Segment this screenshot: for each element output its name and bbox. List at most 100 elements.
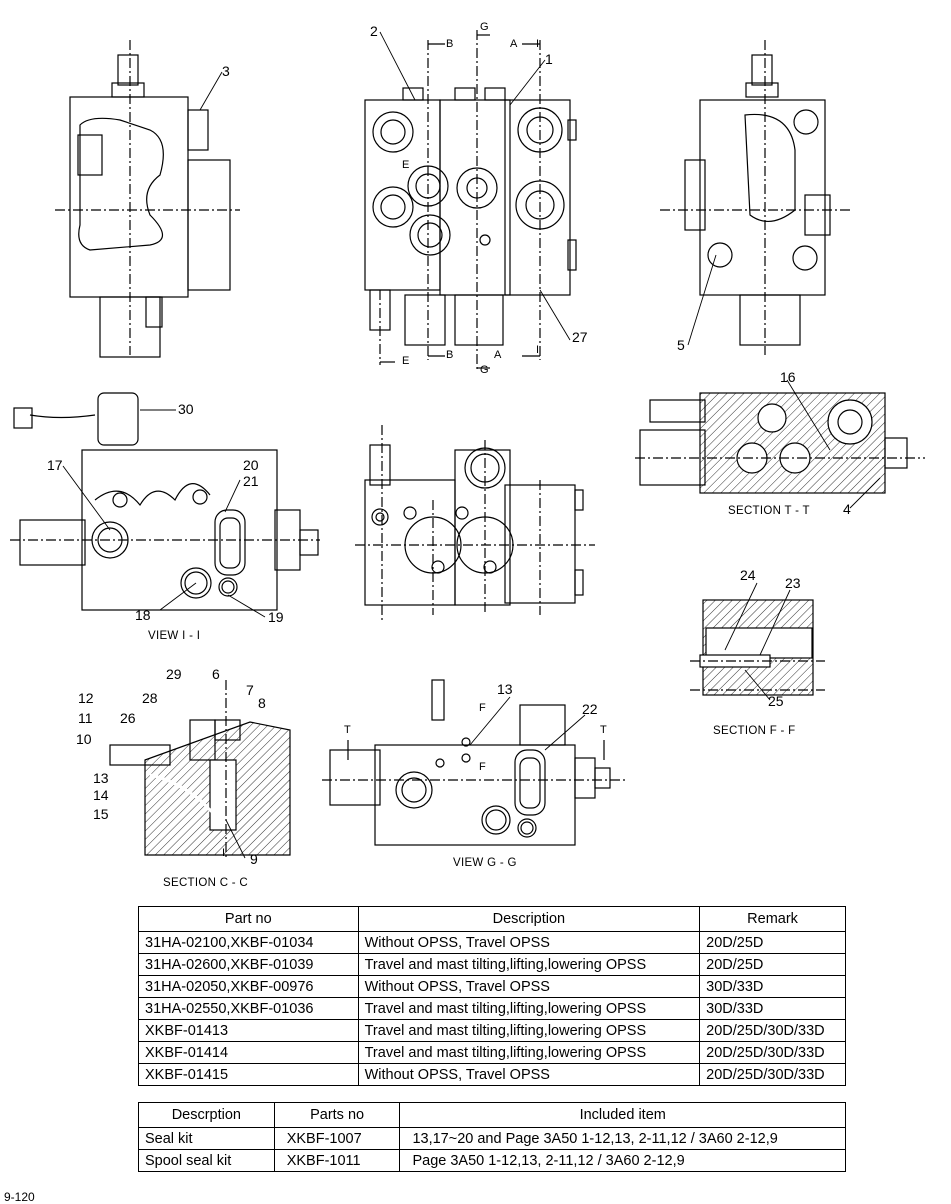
view-i-i [10,392,320,611]
remark-cell: 30D/33D [699,975,846,998]
header-remark: Remark [699,906,846,932]
mark-e-side: E [402,159,410,171]
table-row: 31HA-02050,XKBF-00976 Without OPSS, Trav… [138,975,846,998]
remark-cell: 20D/25D/30D/33D [699,1063,846,1086]
leader-lines [62,31,881,859]
kit-included-item-cell: Page 3A50 1-12,13, 2-11,12 / 3A60 2-12,9 [399,1149,846,1172]
callout-29: 29 [166,666,182,682]
mark-i-top: I [536,38,540,50]
section-c-c [109,680,291,860]
caption-view-i-i: VIEW I - I [148,630,201,642]
remark-cell: 20D/25D [699,953,846,976]
callout-20: 20 [243,457,259,473]
callout-10: 10 [76,731,92,747]
hydraulic-valve-drawing [10,30,925,860]
kit-parts-no-cell: XKBF-1011 [273,1149,401,1172]
callout-26: 26 [120,710,136,726]
section-f-f [690,599,825,696]
callout-12: 12 [78,690,94,706]
table-row: XKBF-01414 Travel and mast tilting,lifti… [138,1041,846,1064]
view-g-g [322,679,625,846]
mark-a-top: A [510,38,518,50]
table-row: 31HA-02100,XKBF-01034 Without OPSS, Trav… [138,931,846,954]
callout-11: 11 [78,710,93,726]
part-no-cell: 31HA-02550,XKBF-01036 [138,997,359,1020]
parts-table: Part no Description Remark 31HA-02100,XK… [138,906,846,1086]
callout-7: 7 [246,682,254,698]
callout-19: 19 [268,609,284,625]
callout-6: 6 [212,666,220,682]
mark-g-bot: G [480,364,489,376]
callout-15: 15 [93,806,109,822]
callout-8: 8 [258,695,266,711]
mark-i-c: I [222,847,226,859]
caption-section-t-t: SECTION T - T [728,505,810,517]
callout-2: 2 [370,23,378,39]
callout-5: 5 [677,337,685,353]
mark-b-top: B [446,38,454,50]
table-row: Spool seal kit XKBF-1011 Page 3A50 1-12,… [138,1149,846,1172]
mark-i-bot: I [536,344,540,356]
remark-cell: 20D/25D [699,931,846,954]
mark-t-left: T [344,724,351,736]
header-parts-no: Parts no [273,1102,401,1128]
front-view-top [364,30,577,370]
kit-table-header: Descrption Parts no Included item [138,1102,846,1128]
description-cell: Without OPSS, Travel OPSS [357,975,701,998]
header-part-no: Part no [138,906,359,932]
table-row: 31HA-02550,XKBF-01036 Travel and mast ti… [138,997,846,1020]
mark-t-right: T [600,724,607,736]
callout-9: 9 [250,851,258,867]
callout-13a: 13 [93,770,109,786]
kit-description-cell: Spool seal kit [138,1149,275,1172]
callout-13b: 13 [497,681,513,697]
header-descrption: Descrption [138,1102,275,1128]
callout-23: 23 [785,575,801,591]
callout-17: 17 [47,457,63,473]
table-row: XKBF-01415 Without OPSS, Travel OPSS 20D… [138,1063,846,1086]
table-row: XKBF-01413 Travel and mast tilting,lifti… [138,1019,846,1042]
parts-table-header: Part no Description Remark [138,906,846,932]
mark-f-top: F [479,702,486,714]
remark-cell: 20D/25D/30D/33D [699,1041,846,1064]
part-no-cell: XKBF-01415 [138,1063,359,1086]
callout-4: 4 [843,501,851,517]
description-cell: Without OPSS, Travel OPSS [357,931,701,954]
callout-3: 3 [222,63,230,79]
kit-description-cell: Seal kit [138,1127,275,1150]
caption-section-f-f: SECTION F - F [713,725,796,737]
header-description: Description [357,906,701,932]
page-number: 9-120 [4,1190,35,1204]
mark-e-bot: E [402,355,410,367]
front-view-middle [355,425,595,620]
side-view-right [660,40,850,355]
caption-section-c-c: SECTION C - C [163,877,249,889]
mark-g-top: G [480,21,489,33]
kit-parts-no-cell: XKBF-1007 [273,1127,401,1150]
part-no-cell: 31HA-02600,XKBF-01039 [138,953,359,976]
callout-28: 28 [142,690,158,706]
remark-cell: 30D/33D [699,997,846,1020]
caption-view-g-g: VIEW G - G [453,857,517,869]
callout-16: 16 [780,369,796,385]
callout-30: 30 [178,401,194,417]
callout-27: 27 [572,329,588,345]
callout-25: 25 [768,693,784,709]
callout-22: 22 [582,701,598,717]
mark-b-bot: B [446,349,454,361]
kit-included-item-cell: 13,17~20 and Page 3A50 1-12,13, 2-11,12 … [399,1127,846,1150]
callout-24: 24 [740,567,756,583]
part-no-cell: XKBF-01413 [138,1019,359,1042]
table-row: 31HA-02600,XKBF-01039 Travel and mast ti… [138,953,846,976]
part-no-cell: 31HA-02100,XKBF-01034 [138,931,359,954]
callout-14: 14 [93,787,109,803]
mark-a-bot: A [494,349,502,361]
description-cell: Travel and mast tilting,lifting,lowering… [357,953,701,976]
seal-kit-table: Descrption Parts no Included item Seal k… [138,1102,846,1172]
header-included-item: Included item [399,1102,846,1128]
side-view-left [55,40,240,358]
description-cell: Travel and mast tilting,lifting,lowering… [357,1019,701,1042]
part-no-cell: 31HA-02050,XKBF-00976 [138,975,359,998]
remark-cell: 20D/25D/30D/33D [699,1019,846,1042]
section-t-t [635,392,925,494]
